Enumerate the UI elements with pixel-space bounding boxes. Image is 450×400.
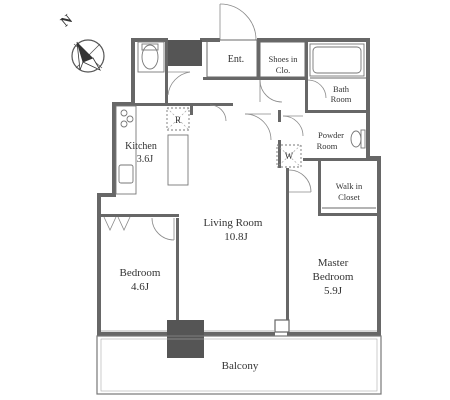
living-room-label-line2: 10.8J — [224, 231, 248, 243]
master-bedroom-label-line1: Master — [318, 257, 349, 269]
master-bedroom-label-line2: Bedroom — [313, 271, 354, 283]
washer-space: W — [276, 144, 302, 168]
bath-room: Bath Room — [307, 43, 366, 104]
living-room-label-line1: Living Room — [204, 217, 263, 229]
living-room: Living Room 10.8J — [204, 113, 272, 243]
shoes-closet-label-line1: Shoes in — [268, 54, 298, 64]
bath-room-label-line1: Bath — [333, 84, 350, 94]
master-bedroom-label-line3: 5.9J — [324, 285, 343, 297]
toilet-fixture — [137, 41, 191, 96]
compass-north-label: N — [58, 12, 75, 30]
washer-mark: W — [285, 151, 294, 161]
shoes-closet-label-line2: Clo. — [276, 65, 290, 75]
walk-in-closet-label-line2: Closet — [338, 192, 360, 202]
bedroom-label-line1: Bedroom — [120, 267, 161, 279]
interior-walls — [97, 38, 381, 333]
balcony: Balcony — [96, 335, 382, 395]
kitchen-label-line2: 3.6J — [137, 154, 154, 165]
kitchen: R Kitchen 3.6J — [115, 104, 227, 195]
powder-room-label-line2: Room — [317, 141, 338, 151]
entrance-area: Ent. Shoes in Clo. — [206, 3, 306, 103]
pipe-shafts — [167, 40, 204, 358]
compass-icon: N — [58, 12, 105, 73]
bath-room-label-line2: Room — [331, 94, 352, 104]
bedroom: Bedroom 4.6J — [103, 216, 175, 293]
kitchen-label-line1: Kitchen — [125, 141, 157, 152]
bedroom-label-line2: 4.6J — [131, 281, 150, 293]
walk-in-closet: Walk in Closet — [322, 181, 376, 209]
master-bedroom: Master Bedroom 5.9J — [288, 169, 354, 297]
powder-room: Powder Room — [282, 115, 366, 151]
exterior-walls — [97, 38, 381, 336]
walk-in-closet-label-line1: Walk in — [336, 181, 363, 191]
refrigerator-mark: R — [175, 115, 181, 125]
powder-room-label-line1: Powder — [318, 130, 344, 140]
entrance-label: Ent. — [228, 54, 244, 65]
balcony-label: Balcony — [222, 360, 259, 372]
